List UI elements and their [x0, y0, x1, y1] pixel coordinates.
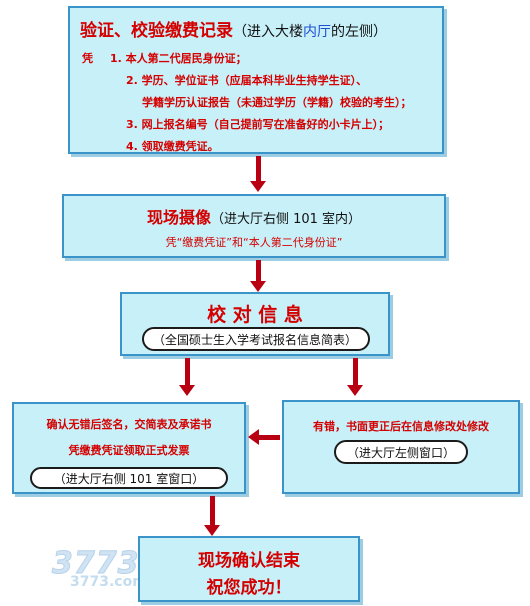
step1-item-1: 1. 本人第二代居民身份证；: [110, 52, 247, 65]
watermark-url: 3773.com: [70, 574, 147, 590]
step1-heading: 验证、校验缴费记录（进入大楼内厅的左侧）: [80, 16, 387, 41]
arrow-right-to-left: [248, 429, 280, 445]
step1-label: 凭: [82, 52, 93, 65]
step4-right-box: 有错，书面更正后在信息修改处修改 （进大厅左侧窗口）: [282, 400, 520, 494]
step4-left-note-frame: [30, 467, 228, 489]
step5-line1: 现场确认结束: [198, 551, 300, 571]
step1-item-3: 3. 网上报名编号（自己提前写在准备好的小卡片上）；: [126, 118, 390, 131]
step4-right-note-frame: [334, 440, 468, 464]
step1-note-highlight: 内厅: [303, 24, 331, 40]
arrow-step2-step3: [250, 260, 266, 292]
step1-note-suffix: 的左侧）: [331, 24, 387, 40]
arrow-step3-left: [179, 358, 195, 396]
step4-left-note: （进大厅右侧 101 室窗口）: [53, 472, 205, 486]
step3-box: 校 对 信 息 （全国硕士生入学考试报名信息简表）: [120, 292, 390, 356]
step3-note: （全国硕士生入学考试报名信息简表）: [152, 333, 357, 347]
step4-right-line1: 有错，书面更正后在信息修改处修改: [313, 420, 489, 433]
step4-left-box: 确认无错后签名，交简表及承诺书 凭缴费凭证领取正式发票 （进大厅右侧 101 室…: [12, 402, 246, 494]
step2-heading: 现场摄像（进大厅右侧 101 室内）: [64, 204, 444, 228]
step2-title: 现场摄像: [146, 208, 211, 227]
step5-box: 现场确认结束 祝您成功！: [138, 536, 360, 602]
step1-item-2: 2. 学历、学位证书（应届本科毕业生持学生证）、: [126, 74, 368, 87]
step3-note-frame: [142, 327, 370, 351]
step2-sub: 凭“缴费凭证”和“本人第二代身份证”: [165, 236, 343, 249]
arrow-step1-step2: [250, 156, 266, 192]
step2-note: （进大厅右侧 101 室内）: [210, 212, 362, 227]
step4-left-line1: 确认无错后签名，交简表及承诺书: [46, 418, 212, 431]
step1-note-prefix: （进入大楼: [233, 24, 303, 40]
step1-title: 验证、校验缴费记录: [80, 21, 233, 41]
step1-item-2-cont: 学籍学历认证报告（未通过学历（学籍）校验的考生）；: [142, 96, 412, 109]
step3-title: 校 对 信 息: [207, 304, 303, 326]
step4-right-note: （进大厅左侧窗口）: [346, 446, 455, 460]
step2-box: 现场摄像（进大厅右侧 101 室内） 凭“缴费凭证”和“本人第二代身份证”: [62, 194, 446, 258]
step1-item-4: 4. 领取缴费凭证。: [126, 140, 219, 153]
step1-box: 验证、校验缴费记录（进入大楼内厅的左侧） 凭 1. 本人第二代居民身份证； 2.…: [68, 6, 444, 154]
step4-left-line2: 凭缴费凭证领取正式发票: [68, 444, 190, 457]
step5-line2: 祝您成功！: [206, 578, 292, 598]
arrow-step4-step5: [204, 496, 220, 536]
arrow-step3-right: [347, 358, 363, 396]
